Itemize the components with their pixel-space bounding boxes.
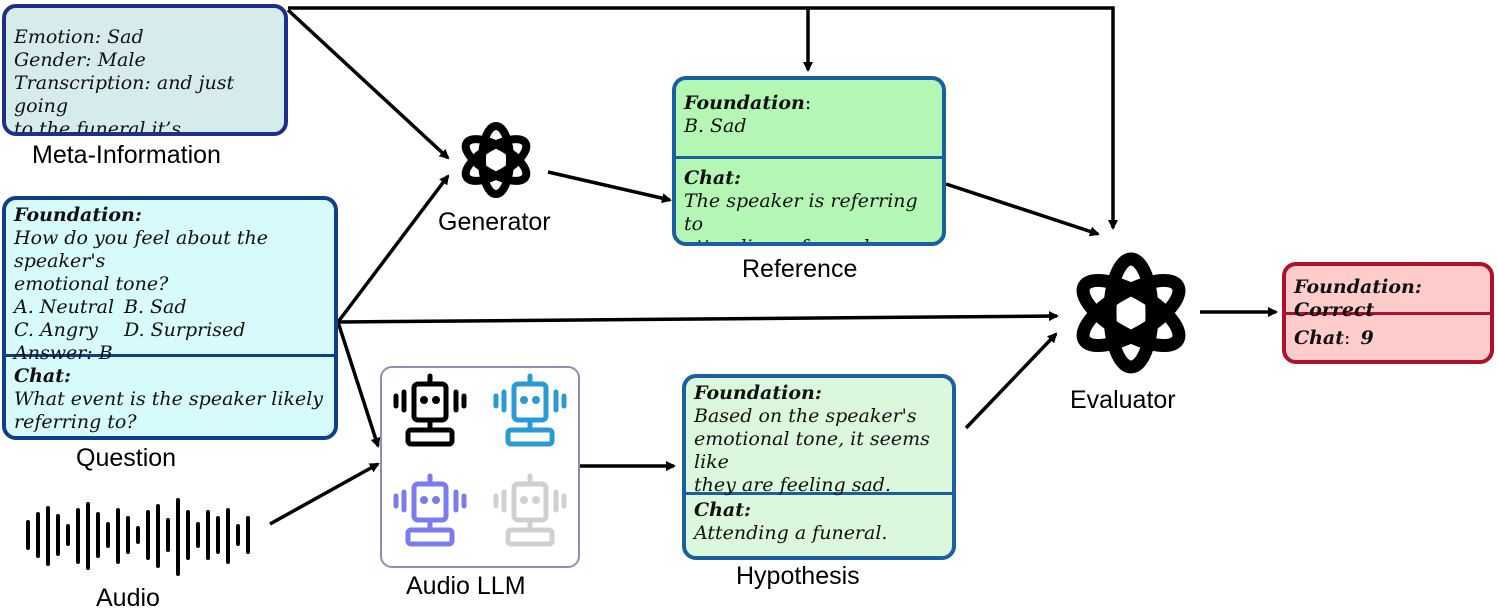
audio-label: Audio — [96, 584, 160, 612]
question-answer: Answer: B — [14, 342, 113, 364]
hypothesis-foundation-line: Based on the speaker's — [694, 405, 917, 427]
reference-chat-heading: Chat: — [684, 167, 742, 189]
question-text-line: emotional tone? — [14, 273, 169, 295]
meta-line: Emotion: Sad — [14, 26, 144, 48]
hypothesis-label: Hypothesis — [736, 562, 860, 590]
question-box: Foundation: How do you feel about the sp… — [2, 196, 338, 440]
question-chat-line: referring to? — [14, 411, 137, 433]
hypothesis-chat-heading: Chat: — [694, 499, 752, 521]
reference-chat-line: attending a funeral. — [684, 236, 934, 242]
option-a: A. Neutral — [14, 296, 115, 318]
robot-icon-gray — [493, 473, 567, 547]
arrow-generator-to-reference — [547, 170, 672, 204]
arrow-hypothesis-to-evaluator — [964, 332, 1058, 430]
audio-waveform-icon — [26, 498, 250, 576]
option-c: C. Angry — [14, 319, 98, 341]
result-foundation: Foundation: Correct — [1294, 276, 1422, 321]
reference-chat-line: The speaker is referring to — [684, 190, 918, 235]
generator-logo-icon — [461, 122, 531, 198]
hypothesis-foundation-heading: Foundation: — [694, 382, 822, 404]
question-options-row: C. Angry D. Surprised — [14, 319, 326, 342]
reference-foundation-heading: Foundation: — [684, 92, 812, 114]
arrow-meta-to-reference — [288, 6, 1118, 230]
arrow-meta-to-generator — [286, 8, 450, 160]
audio-llm-label: Audio LLM — [406, 572, 526, 600]
arrow-question-to-generator — [336, 174, 450, 324]
meta-information-label: Meta-Information — [32, 141, 221, 169]
meta-line: Transcription: and just going — [14, 72, 235, 117]
generator-label: Generator — [438, 208, 551, 236]
arrow-reference-to-evaluator — [945, 182, 1100, 237]
evaluator-label: Evaluator — [1070, 386, 1176, 414]
result-chat: Chat:9 — [1294, 327, 1374, 349]
robot-grid — [393, 373, 567, 547]
hypothesis-chat-text: Attending a funeral. — [694, 522, 888, 544]
hypothesis-foundation-line: they are feeling sad. — [694, 474, 891, 496]
option-d: D. Surprised — [124, 319, 246, 341]
reference-label: Reference — [742, 255, 858, 283]
result-chat-score: 9 — [1360, 327, 1374, 349]
robot-icon-black — [393, 373, 467, 447]
meta-information-box: Emotion: Sad Gender: Male Transcription:… — [2, 4, 288, 136]
question-text-line: How do you feel about the speaker's — [14, 227, 268, 272]
option-b: B. Sad — [124, 296, 187, 318]
meta-line: Gender: Male — [14, 49, 146, 71]
hypothesis-foundation-line: emotional tone, it seems like — [694, 428, 930, 473]
question-chat-heading: Chat: — [14, 365, 72, 387]
robot-icon-blue — [493, 373, 567, 447]
reference-box: Foundation: B. Sad Chat: The speaker is … — [672, 76, 946, 246]
reference-foundation-text: B. Sad — [684, 115, 747, 137]
result-box: Foundation: Correct Chat:9 — [1282, 262, 1494, 364]
question-chat-line: What event is the speaker likely — [14, 388, 324, 410]
evaluator-logo-icon — [1076, 252, 1186, 374]
question-label: Question — [76, 444, 177, 472]
arrow-question-to-audiollm — [336, 321, 381, 448]
arrow-question-to-evaluator — [337, 311, 1059, 324]
audio-llm-box — [380, 366, 580, 568]
question-options-row: A. Neutral B. Sad — [14, 296, 326, 319]
hypothesis-box: Foundation: Based on the speaker's emoti… — [682, 374, 956, 560]
arrow-audio-to-audiollm — [269, 462, 380, 526]
meta-line: to the funeral it’s. — [14, 118, 188, 136]
robot-icon-purple — [393, 473, 467, 547]
question-foundation-heading: Foundation: — [14, 204, 142, 226]
